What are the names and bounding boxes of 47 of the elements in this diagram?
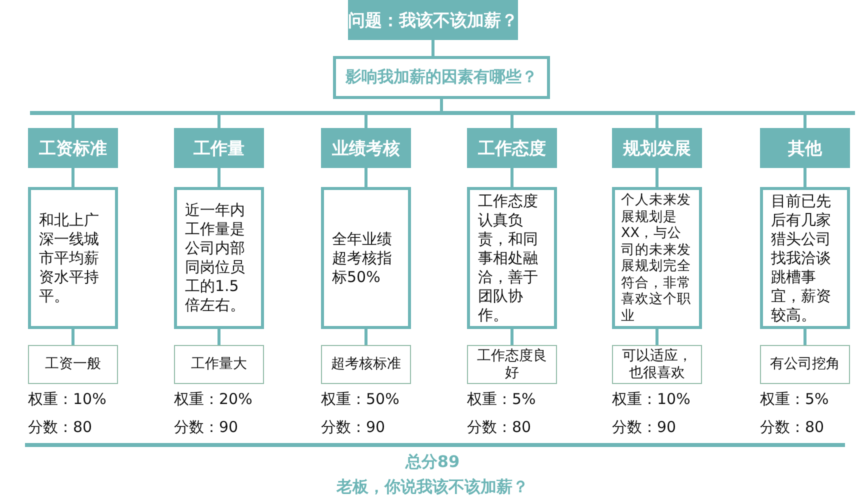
verdict-box: 工资一般 (28, 345, 118, 384)
connector-line (364, 168, 368, 187)
connector-line (510, 329, 514, 345)
score-text: 分数：90 (321, 418, 386, 437)
verdict-box: 工作态度良好 (467, 345, 557, 384)
factor-header-box: 工资标准 (28, 128, 118, 168)
connector-line (440, 99, 806, 128)
connector-line (218, 329, 220, 345)
score-text: 分数：90 (174, 418, 238, 437)
connector-line (656, 329, 658, 345)
verdict-box: 工作量大 (174, 345, 264, 384)
score-text: 分数：80 (28, 418, 92, 437)
verdict-box: 可以适应，也很喜欢 (612, 345, 702, 384)
factor-header-box: 工作量 (174, 128, 264, 168)
connector-line (218, 168, 220, 187)
connector-line (804, 168, 806, 187)
score-text: 分数：80 (467, 418, 532, 437)
factor-header-box: 规划发展 (612, 128, 702, 168)
connector-line (72, 168, 74, 187)
factor-header-box: 其他 (760, 128, 850, 168)
weight-text: 权重：10% (28, 390, 106, 409)
total-score-text: 总分89 (404, 452, 461, 473)
weight-text: 权重：5% (760, 390, 829, 409)
description-box: 目前已先后有几家猎头公司找我洽谈跳槽事宜，薪资较高。 (760, 187, 850, 329)
weight-text: 权重：5% (467, 390, 536, 409)
factor-header-box: 工作态度 (467, 128, 557, 168)
description-box: 工作态度认真负责，和同事相处融洽，善于团队协作。 (467, 187, 557, 329)
verdict-box: 超考核标准 (321, 345, 411, 384)
weight-text: 权重：20% (174, 390, 252, 409)
weight-text: 权重：50% (321, 390, 400, 409)
description-box: 个人未来发展规划是XX，与公司的未来发展规划完全符合，非常喜欢这个职业 (612, 187, 702, 329)
connector-line (804, 329, 806, 345)
verdict-box: 有公司挖角 (760, 345, 850, 384)
connector-line (510, 168, 514, 187)
description-box: 全年业绩超考核指标50% (321, 187, 411, 329)
connector-line (656, 168, 658, 187)
score-text: 分数：90 (612, 418, 676, 437)
connector-line (364, 329, 368, 345)
closing-question-text: 老板，你说我该不该加薪？ (335, 477, 530, 498)
question-box: 影响我加薪的因素有哪些？ (333, 56, 550, 99)
title-box: 问题：我该不该加薪？ (348, 0, 518, 40)
description-box: 近一年内工作量是公司内部同岗位员工的1.5倍左右。 (174, 187, 264, 329)
connector-line (72, 329, 74, 345)
weight-text: 权重：10% (612, 390, 690, 409)
factor-header-box: 业绩考核 (321, 128, 411, 168)
score-text: 分数：80 (760, 418, 824, 437)
description-box: 和北上广深一线城市平均薪资水平持平。 (28, 187, 118, 329)
